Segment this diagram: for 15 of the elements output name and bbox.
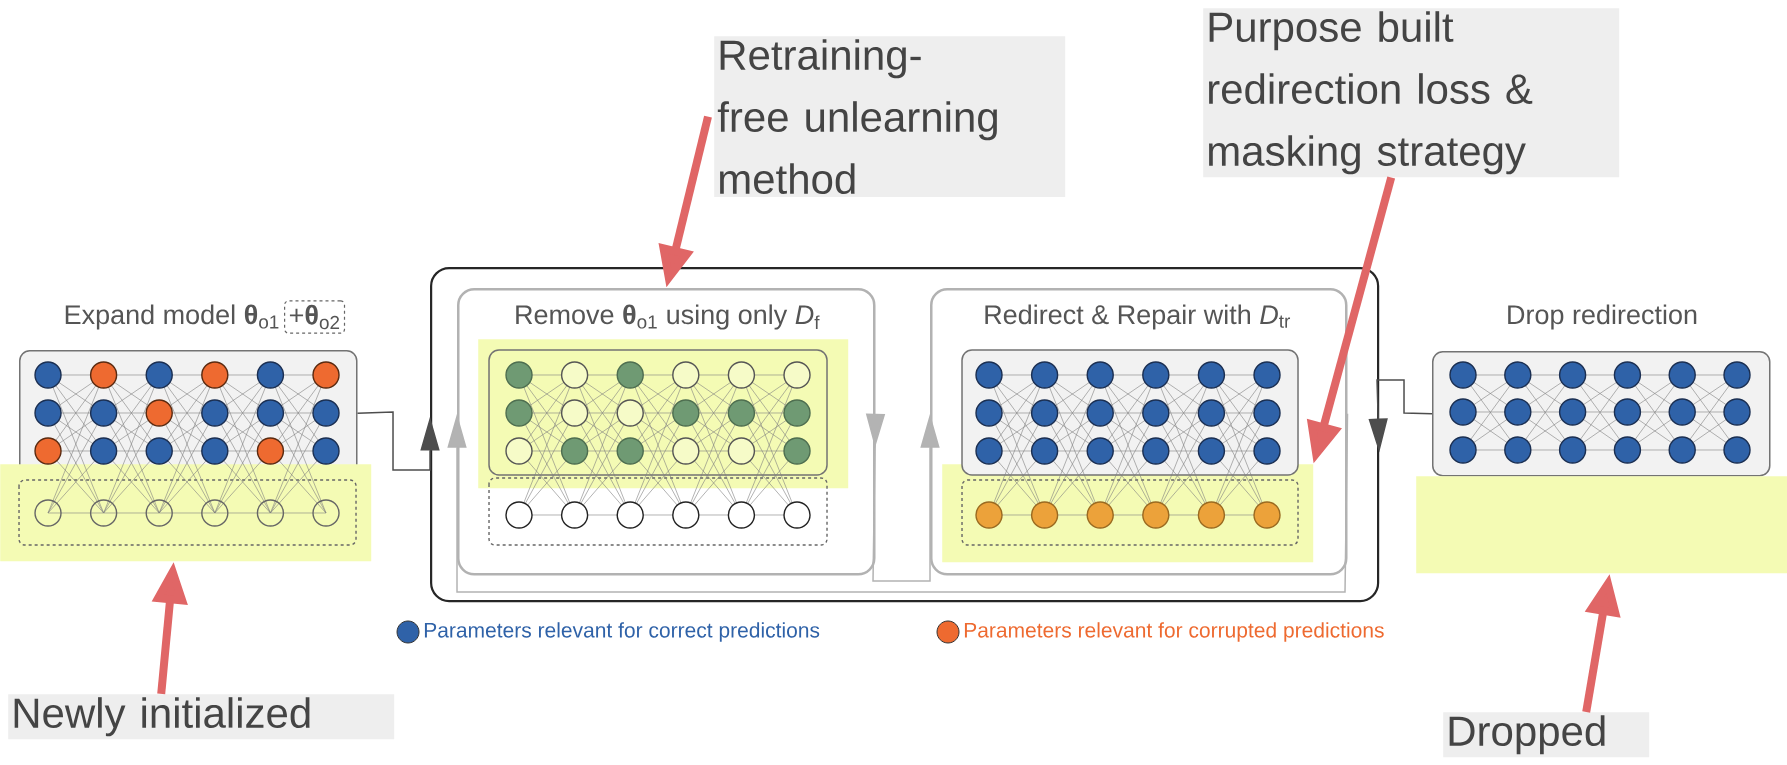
callout-text: Newly initialized (8, 694, 395, 740)
legend-text: Parameters relevant for corrupted predictions (964, 622, 1384, 642)
dashed-label-box: +θ$_{o2}$ (284, 300, 346, 334)
callout-text: Retraining-free unlearning method (714, 36, 1066, 198)
panel-heading: Remove θ$_{o1}$ using only D$_{f}$ (516, 304, 820, 330)
legend-text: Parameters relevant for correct predictions (424, 622, 820, 642)
callout-text: Purpose built redirection loss & masking strategy (1203, 8, 1620, 178)
loop-arrow (447, 413, 1349, 593)
panel-heading: Redirect & Repair with D$_{tr}$ (985, 304, 1290, 330)
loop-arrow (356, 411, 440, 471)
loop-arrow (865, 413, 940, 582)
callout-text: Dropped (1443, 712, 1650, 758)
panel-heading: Expand model θ$_{o1}$ (65, 304, 279, 330)
highlight-band (1416, 476, 1787, 574)
panel-heading: Drop redirection (1508, 304, 1697, 330)
